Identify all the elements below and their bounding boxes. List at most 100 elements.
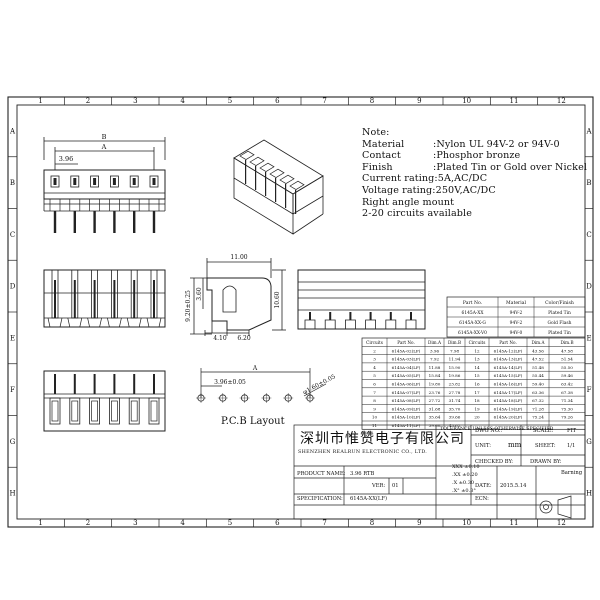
- contact-lead: [93, 211, 96, 233]
- rear-notch: [405, 319, 417, 329]
- dim-w-410-label: 4.10: [213, 335, 227, 342]
- grid-col-label-bottom: 9: [417, 519, 421, 527]
- circuit-cell: 31.74: [449, 398, 461, 403]
- circuit-cell: 11.94: [449, 357, 461, 362]
- grid-col-label-bottom: 11: [510, 519, 519, 527]
- circuit-cell: 7.92: [430, 357, 440, 362]
- bottom-pin: [93, 374, 96, 394]
- top-slot-foot: [47, 317, 63, 328]
- circuit-cell: 6145A-03(LF): [392, 357, 421, 362]
- contact-window: [50, 175, 60, 188]
- grid-row-label-right: A: [585, 127, 592, 135]
- circuit-cell: 75.30: [561, 406, 573, 411]
- iso-cavity: [259, 162, 275, 173]
- circuit-cell: 39.60: [429, 423, 441, 428]
- bottom-pin: [133, 374, 136, 394]
- tolerance-line-1: XXX ±0.10: [452, 464, 480, 470]
- top-slot-foot: [126, 317, 142, 328]
- circuit-cell: 71.28: [532, 406, 544, 411]
- note-key: Material: [362, 138, 405, 150]
- circuit-cell: 6145A-02(LF): [392, 348, 421, 353]
- product-value: 3.96 RTB: [350, 471, 374, 477]
- grid-row-label-left: F: [10, 386, 15, 394]
- tolerance-line-3: .X ±0.30: [452, 480, 474, 486]
- material-cell: Gold Flash: [548, 321, 572, 326]
- circuit-cell: 35.64: [429, 415, 441, 420]
- circuit-cell: 75.24: [532, 415, 544, 420]
- grid-col-label-bottom: 8: [370, 519, 374, 527]
- grid-row-label-left: C: [10, 231, 15, 239]
- top-slot-pin: [73, 280, 76, 318]
- circuit-cell: 9: [373, 406, 376, 411]
- dim-h-360-label: 3.60: [196, 287, 203, 301]
- circuit-header: Part No.: [499, 340, 517, 345]
- material-header: Color/Finish: [545, 300, 574, 306]
- grid-col-label-top: 6: [275, 97, 280, 105]
- bottom-view-slots: [49, 374, 160, 425]
- ver-value: 01: [392, 483, 399, 489]
- contact-window: [110, 175, 119, 188]
- circuit-cell: 11.88: [429, 365, 441, 370]
- dwg-no-label: DWG NO.:: [475, 428, 502, 434]
- top-slot-pin: [93, 280, 96, 318]
- circuit-cell: 16: [474, 382, 480, 387]
- contact-pin: [132, 178, 136, 185]
- bottom-cavity: [148, 397, 160, 425]
- bottom-view: [43, 370, 166, 432]
- pcb-hole-label: φ1.60±0.05: [302, 373, 337, 396]
- drawn-value: Barning: [561, 470, 583, 476]
- rear-notch: [304, 319, 316, 329]
- grid-row-label-left: B: [10, 179, 15, 187]
- note-line: Voltage rating:250V,AC/DC: [362, 184, 496, 196]
- note-line: Current rating:5A,AC/DC: [362, 173, 488, 185]
- isometric-view: [233, 139, 324, 235]
- material-cell: Plated Tin: [548, 311, 571, 316]
- circuit-cell: 15: [474, 373, 480, 378]
- contact-lead: [53, 211, 57, 233]
- material-cell: 94V-2: [510, 321, 523, 326]
- circuit-cell: 17: [474, 390, 480, 395]
- circuit-header: Dim.A: [531, 340, 545, 345]
- circuit-cell: 63.36: [532, 390, 544, 395]
- notes-title: Note:: [362, 127, 390, 138]
- bottom-pin: [54, 374, 56, 394]
- note-value: :Phosphor bronze: [433, 150, 521, 162]
- circuit-cell: 6145A-06(LF): [392, 382, 421, 387]
- company-name-cn: 深圳市惟赞电子有限公司: [300, 431, 465, 447]
- grid-row-label-left: E: [10, 334, 15, 342]
- circuit-cell: 67.32: [532, 398, 544, 403]
- top-slot-pin: [113, 280, 116, 318]
- grid-col-label-bottom: 12: [557, 519, 566, 527]
- rear-notch: [365, 319, 377, 329]
- contact-window: [90, 175, 99, 188]
- circuit-cell: 5: [373, 373, 376, 378]
- circuit-table-border: [361, 337, 586, 430]
- company-name-en: SHENZHEN REALRUN ELECTRONIC CO., LTD.: [298, 450, 428, 455]
- top-view-slots: [47, 269, 162, 328]
- grid-row-label-right: E: [586, 334, 591, 342]
- circuit-cell: 6145A-08(LF): [392, 398, 421, 403]
- contact-pin: [93, 178, 97, 185]
- circuit-cell: 14: [474, 365, 480, 370]
- circuit-cell: 6145A-11(LF): [392, 423, 421, 428]
- dim-b-label: B: [102, 133, 107, 141]
- side-view: [190, 258, 286, 336]
- circuit-header: Dim.A: [428, 340, 442, 345]
- note-value: :Plated Tin or Gold over Nickel: [433, 161, 588, 173]
- rear-notch-pin: [410, 312, 412, 320]
- bottom-pin: [153, 374, 155, 394]
- circuit-header: Circuits: [469, 340, 486, 345]
- circuit-cell: 67.38: [561, 390, 573, 395]
- grid-col-label-top: 1: [38, 97, 42, 105]
- contact-pin: [152, 178, 156, 185]
- rear-notch-pin: [369, 312, 372, 320]
- unit-label: UNIT:: [475, 443, 491, 449]
- grid-col-label-top: 12: [557, 97, 566, 105]
- grid-row-label-left: H: [9, 490, 15, 498]
- iso-pin: [265, 172, 267, 196]
- pcb-dim-a-label: A: [252, 365, 258, 372]
- circuit-cell: 6: [373, 382, 376, 387]
- bottom-cavity-inner: [51, 400, 59, 422]
- note-line: Right angle mount: [362, 196, 455, 208]
